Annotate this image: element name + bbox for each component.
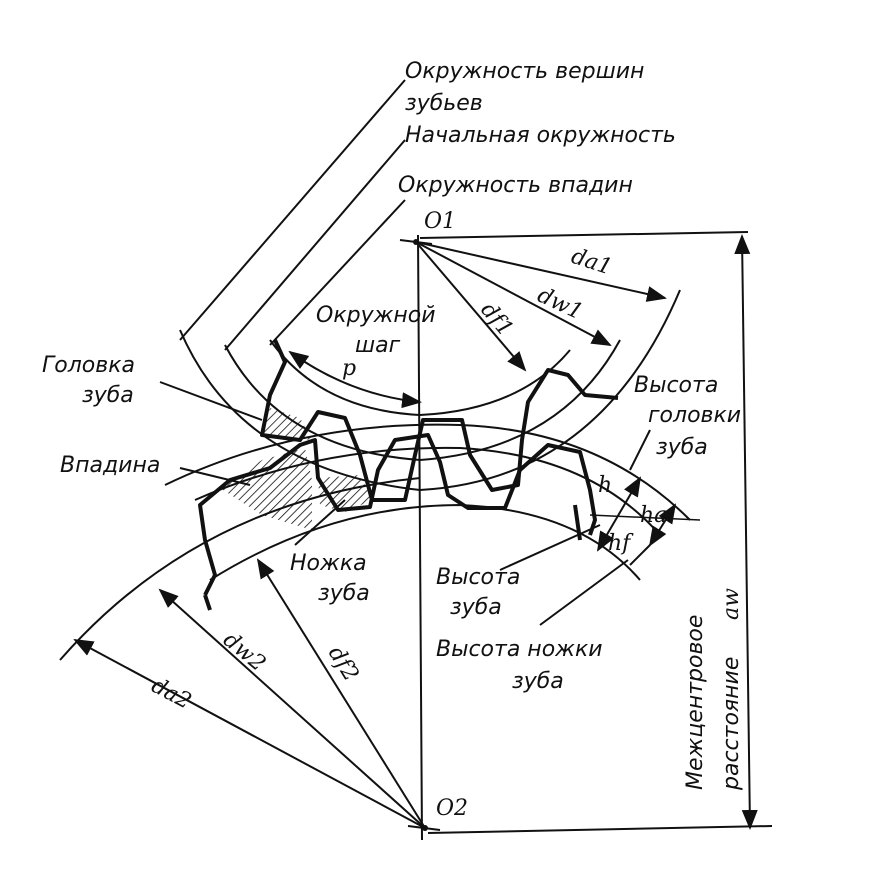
- upper-addendum-hatch: [262, 408, 312, 440]
- symbol-p: p: [342, 356, 356, 381]
- label-space: Впадина: [60, 453, 160, 478]
- leader-dedendum: [294, 499, 346, 546]
- symbol-ha: ha: [640, 503, 667, 528]
- label-tip-circle-2: зубьев: [405, 91, 483, 116]
- h-dimension: [596, 476, 642, 552]
- label-pitch-circle: Начальная окружность: [405, 123, 676, 148]
- label-dedendum-1: Ножка: [290, 551, 367, 576]
- leader-space: [179, 467, 251, 486]
- lower-gear: [59, 423, 691, 661]
- symbol-df2: df2: [323, 642, 363, 686]
- center-line: [417, 234, 423, 841]
- aw-top-ext: [419, 231, 749, 239]
- symbol-h: h: [598, 473, 612, 498]
- label-tip-circle-1: Окружность вершин: [405, 59, 644, 84]
- space-hatch: [220, 448, 312, 530]
- symbol-o2: O2: [436, 796, 468, 821]
- label-root-circle: Окружность впадин: [398, 173, 633, 198]
- label-circular-pitch-1: Окружной: [316, 303, 436, 328]
- dedendum-hatch: [318, 475, 372, 512]
- label-addendum-2: зуба: [82, 383, 134, 408]
- symbol-df1: df1: [475, 298, 517, 342]
- height-ext-line: [589, 514, 701, 521]
- symbol-dw2: dw2: [218, 627, 270, 676]
- symbol-hf: hf: [608, 531, 634, 556]
- ha-dimension: [648, 503, 677, 547]
- label-circular-pitch-2: шаг: [355, 333, 401, 358]
- label-aw-symbol: aw: [719, 588, 744, 620]
- symbol-da2: da2: [147, 673, 195, 714]
- label-tooth-height-2: зуба: [450, 595, 502, 620]
- label-tooth-height-1: Высота: [436, 565, 520, 590]
- da2-arrow: [73, 639, 426, 829]
- label-addendum-height-1: Высота: [634, 373, 718, 398]
- label-dedendum-2: зуба: [318, 581, 370, 606]
- symbol-da1: da1: [568, 244, 615, 281]
- symbol-o1: O1: [424, 209, 456, 234]
- leader-root-circle: [269, 199, 406, 346]
- leader-tip-circle: [179, 79, 406, 341]
- label-addendum-height-2: головки: [648, 403, 741, 428]
- leader-dedendum-height: [539, 559, 629, 626]
- hf-dimension: [629, 544, 651, 566]
- lower-root-ticks: [203, 504, 582, 611]
- da1-arrow: [415, 241, 667, 302]
- aw-bottom-ext: [427, 825, 773, 834]
- label-center-distance-2: расстояние: [719, 657, 744, 791]
- leader-addendum-height: [629, 429, 651, 471]
- label-addendum-1: Головка: [42, 353, 135, 378]
- upper-teeth-profile: [260, 339, 619, 502]
- dw2-arrow: [158, 588, 426, 829]
- lower-teeth-profile: [198, 433, 597, 596]
- label-dedendum-height-2: зуба: [512, 669, 564, 694]
- leader-addendum: [159, 381, 263, 421]
- label-addendum-height-3: зуба: [656, 435, 708, 460]
- leader-pitch-circle: [224, 139, 406, 351]
- label-center-distance-1: Межцентровое: [683, 615, 708, 790]
- leader-tooth-height: [499, 524, 601, 571]
- lower-tip-circle: [164, 423, 691, 521]
- pitch-arrow: [288, 350, 422, 409]
- dw1-arrow: [415, 241, 612, 346]
- df1-arrow: [415, 241, 527, 372]
- label-dedendum-height-1: Высота ножки: [436, 637, 603, 662]
- aw-dimension: [734, 234, 758, 830]
- df2-arrow: [256, 558, 426, 829]
